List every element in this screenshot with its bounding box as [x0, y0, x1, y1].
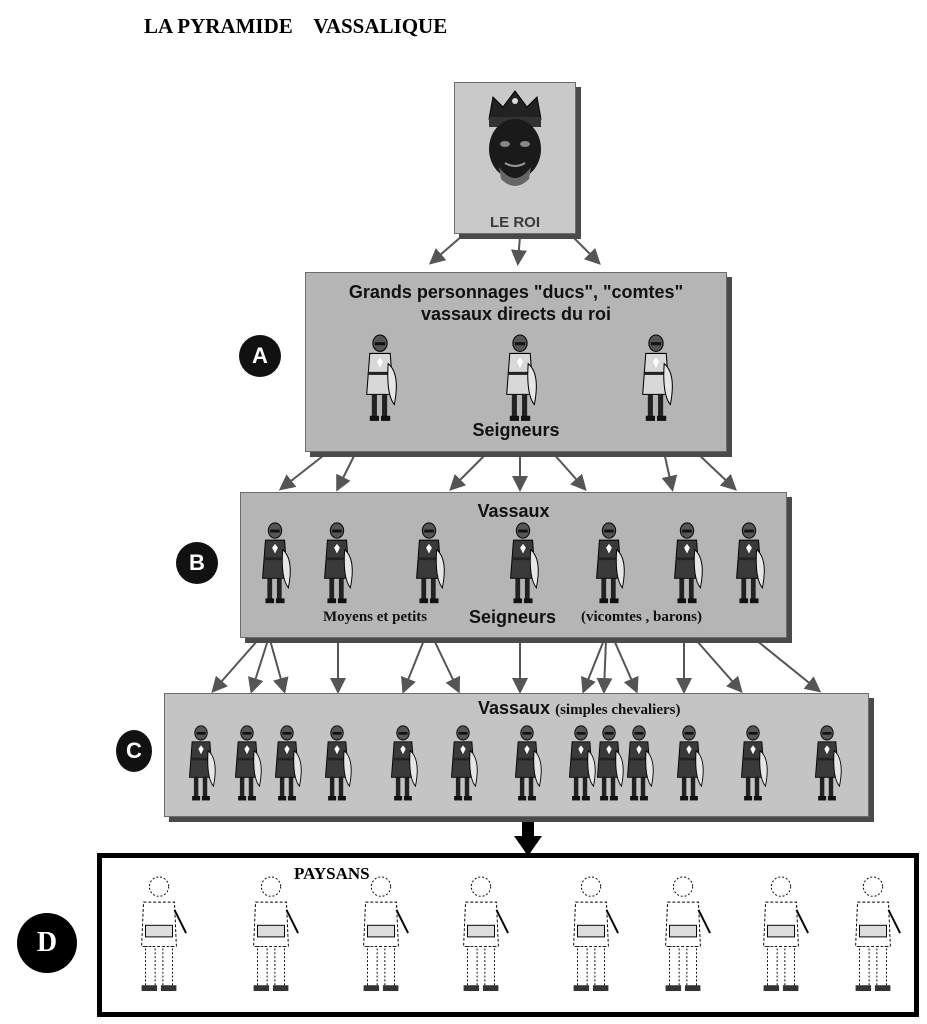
level-b-footer-left: Moyens et petits [323, 609, 428, 625]
hierarchy-arrow [211, 639, 259, 694]
peasant-figure [352, 870, 410, 998]
peasant-figure [654, 870, 712, 998]
knight-figure [735, 724, 771, 804]
level-a-heading: Grands personnages "ducs", "comtes" vass… [306, 281, 726, 325]
level-a-box: Grands personnages "ducs", "comtes" vass… [305, 272, 727, 452]
knight-figure [183, 724, 219, 804]
badge-d: D [17, 913, 77, 973]
badge-a: A [239, 335, 281, 377]
vassal-figure [317, 521, 357, 607]
hierarchy-arrow [581, 639, 605, 694]
peasant-figure [752, 870, 810, 998]
vassal-figure [503, 521, 543, 607]
hierarchy-arrow [661, 451, 678, 492]
hierarchy-arrow [571, 235, 601, 265]
knight-figure [445, 724, 481, 804]
hierarchy-arrow [336, 451, 357, 492]
peasant-figure [130, 870, 188, 998]
down-arrow-shaft [522, 814, 534, 840]
hierarchy-arrow [695, 451, 737, 491]
knight-figure [563, 724, 599, 804]
knight-figure [509, 724, 545, 804]
hierarchy-arrow [510, 235, 527, 266]
hierarchy-arrow [449, 451, 489, 491]
page-title: LA PYRAMIDE VASSALIQUE [144, 14, 448, 38]
vassal-figure [667, 521, 707, 607]
hierarchy-arrow [596, 639, 613, 694]
knight-figure [269, 724, 305, 804]
level-b-footer-right: (vicomtes , barons) [581, 609, 702, 625]
level-c-heading-main: Vassaux [478, 698, 551, 718]
knight-figure [385, 724, 421, 804]
level-a-heading-line1: Grands personnages "ducs", "comtes" [348, 282, 684, 302]
hierarchy-arrow [269, 639, 289, 694]
hierarchy-arrow [433, 639, 461, 694]
lord-figure [634, 333, 678, 425]
level-d-box: PAYSANS [97, 853, 919, 1017]
knight-figure [621, 724, 657, 804]
king-portrait [475, 89, 555, 193]
badge-c: C [116, 730, 152, 772]
level-c-heading: Vassaux (simples chevaliers) [478, 698, 680, 719]
level-b-footer-middle: Seigneurs [469, 607, 557, 627]
vassal-figure [589, 521, 629, 607]
level-d-label: PAYSANS [292, 864, 372, 884]
vassal-figure [409, 521, 449, 607]
hierarchy-arrow [613, 639, 639, 694]
peasant-figure [844, 870, 902, 998]
knight-figure [229, 724, 265, 804]
king-label: LE ROI [489, 214, 540, 231]
king-box: LE ROI [454, 82, 576, 234]
hierarchy-arrow [401, 639, 425, 694]
knight-figure [591, 724, 627, 804]
peasant-figure [452, 870, 510, 998]
hierarchy-arrow [248, 639, 269, 694]
knight-figure [319, 724, 355, 804]
knight-figure [809, 724, 845, 804]
badge-b: B [176, 542, 218, 584]
lord-figure [358, 333, 402, 425]
hierarchy-arrow [551, 451, 587, 491]
level-b-heading: Vassaux [477, 501, 550, 521]
level-a-heading-line2: vassaux directs du roi [420, 304, 612, 324]
level-a-footer: Seigneurs [472, 420, 560, 440]
peasant-figure [242, 870, 300, 998]
hierarchy-arrow [755, 639, 822, 693]
hierarchy-arrow [428, 235, 463, 265]
level-c-box: Vassaux (simples chevaliers) [164, 693, 869, 817]
peasant-figure [562, 870, 620, 998]
level-c-heading-note: (simples chevaliers) [555, 702, 681, 718]
vassal-figure [255, 521, 295, 607]
lord-figure [498, 333, 542, 425]
down-arrow-head [514, 836, 542, 856]
level-b-box: Vassaux Moyens et petits Seigneurs (vico… [240, 492, 787, 638]
hierarchy-arrow [695, 639, 743, 694]
knight-figure [671, 724, 707, 804]
hierarchy-arrow [278, 451, 329, 491]
vassal-figure [729, 521, 769, 607]
